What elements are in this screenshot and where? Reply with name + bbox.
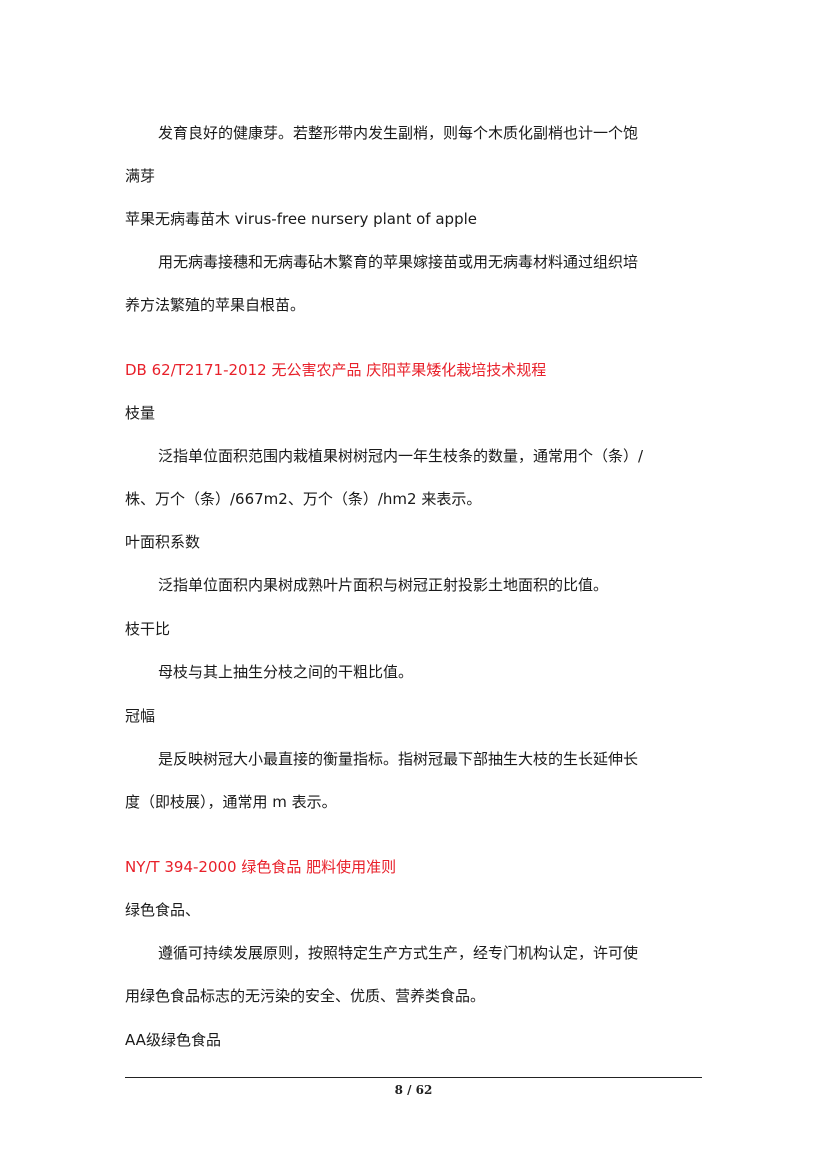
paragraph-line: 株、万个（条）/667m2、万个（条）/hm2 来表示。 [125,490,482,508]
paragraph-line: 是反映树冠大小最直接的衡量指标。指树冠最下部抽生大枝的生长延伸长 [158,750,639,768]
term-line: 枝干比 [125,620,171,638]
paragraph-line: 母枝与其上抽生分枝之间的干粗比值。 [158,663,414,681]
term-line: 枝量 [125,404,156,422]
standard-heading: DB 62/T2171-2012 无公害农产品 庆阳苹果矮化栽培技术规程 [125,361,547,379]
paragraph-line: 满芽 [125,167,156,185]
paragraph-line: 泛指单位面积范围内栽植果树树冠内一年生枝条的数量，通常用个（条）/ [158,447,644,465]
paragraph-line: 用绿色食品标志的无污染的安全、优质、营养类食品。 [125,987,486,1005]
paragraph-line: 用无病毒接穗和无病毒砧木繁育的苹果嫁接苗或用无病毒材料通过组织培 [158,253,639,271]
term-line: 叶面积系数 [125,533,201,551]
paragraph-line: 度（即枝展），通常用 m 表示。 [125,793,337,811]
paragraph-line: 泛指单位面积内果树成熟叶片面积与树冠正射投影土地面积的比值。 [158,576,609,594]
footer-divider [125,1077,702,1078]
standard-heading: NY/T 394-2000 绿色食品 肥料使用准则 [125,858,397,876]
paragraph-line: 发育良好的健康芽。若整形带内发生副梢，则每个木质化副梢也计一个饱 [158,124,639,142]
term-line: AA级绿色食品 [125,1031,221,1049]
paragraph-line: 遵循可持续发展原则，按照特定生产方式生产，经专门机构认定，许可使 [158,944,639,962]
term-line: 冠幅 [125,707,156,725]
term-line: 苹果无病毒苗木 virus-free nursery plant of appl… [125,210,477,228]
page-number: 8 / 62 [394,1083,433,1097]
paragraph-line: 养方法繁殖的苹果自根苗。 [125,296,306,314]
term-line: 绿色食品、 [125,901,201,919]
